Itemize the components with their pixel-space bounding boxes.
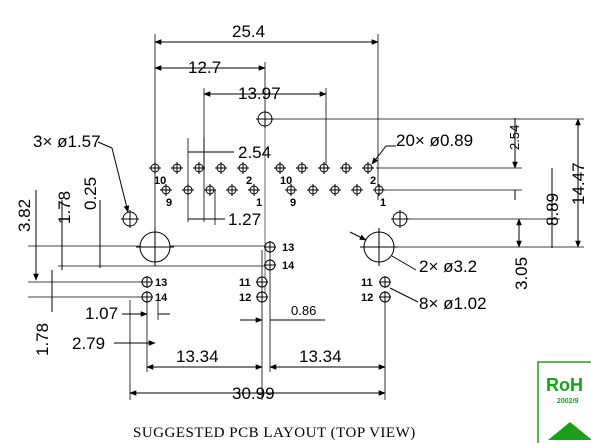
dim-2-54-right: 2.54 <box>376 118 522 200</box>
callout-2x-3-2: 2× ø3.2 <box>349 231 477 276</box>
dim-1-27-label: 1.27 <box>228 210 261 229</box>
dim-1-78-upper-label: 1.78 <box>55 191 74 224</box>
dim-30-99: 30.99 <box>129 352 386 403</box>
dim-2-54-right-label: 2.54 <box>507 125 522 150</box>
pin-label-left-led-14: 14 <box>155 292 168 304</box>
dim-25-4-label: 25.4 <box>232 22 265 41</box>
dim-12-7: 12.7 <box>154 58 266 115</box>
pin-label-center-12: 12 <box>239 292 251 304</box>
pin-label-right-12: 12 <box>361 292 373 304</box>
right-row-bottom <box>285 184 385 196</box>
right-connector-pins <box>274 162 385 196</box>
dim-14-47: 14.47 <box>265 118 588 248</box>
dim-0-25-label: 0.25 <box>81 177 100 210</box>
dim-25-4: 25.4 <box>154 22 379 230</box>
pin-label-left-led-13: 13 <box>155 277 167 289</box>
dim-8-89: 8.89 <box>400 168 562 248</box>
dim-30-99-label: 30.99 <box>232 384 275 403</box>
pin-label-right-10: 10 <box>280 175 292 187</box>
rohs-check-icon <box>548 422 591 440</box>
dim-13-34-right: 13.34 <box>269 250 386 400</box>
rohs-label: RoH <box>546 375 583 395</box>
pin-label-right-9: 9 <box>290 197 296 209</box>
dim-1-07-label: 1.07 <box>85 304 118 323</box>
dim-2-79-label: 2.79 <box>72 334 105 353</box>
dim-13-34-left-label: 13.34 <box>176 347 219 366</box>
callout-20x-0-89: 20× ø0.89 <box>371 131 473 165</box>
mounting-holes-3-2 <box>136 228 398 266</box>
callout-8x-1-02: 8× ø1.02 <box>389 287 487 313</box>
dim-3-05-label: 3.05 <box>512 257 531 290</box>
rohs-date: 2002/9 <box>557 398 579 405</box>
dim-14-47-label: 14.47 <box>569 162 588 205</box>
rohs-badge: RoH 2002/9 <box>537 361 591 443</box>
dim-0-25: 0.25 <box>81 177 101 268</box>
dim-13-34-left: 13.34 <box>146 250 263 400</box>
callout-3x-1-57: 3× ø1.57 <box>33 132 130 213</box>
dim-13-34-right-label: 13.34 <box>299 347 342 366</box>
left-row-top <box>149 162 249 174</box>
pin-labels: 10 9 2 1 10 9 2 1 13 14 13 14 11 12 11 1… <box>154 175 386 304</box>
pin-label-center-14: 14 <box>282 260 295 272</box>
dim-3-82-label: 3.82 <box>15 199 34 232</box>
pin-label-center-11: 11 <box>239 277 251 289</box>
dim-3-05: 3.05 <box>512 218 531 290</box>
callout-20x-0-89-label: 20× ø0.89 <box>396 131 473 150</box>
right-row-top <box>274 162 374 174</box>
callout-8x-1-02-label: 8× ø1.02 <box>419 294 487 313</box>
pin-label-left-10: 10 <box>154 175 166 187</box>
dim-1-78-lower: 1.78 <box>28 270 150 356</box>
dim-0-86: 0.86 <box>240 303 325 323</box>
dim-0-86-label: 0.86 <box>291 303 316 318</box>
dim-13-97-label: 13.97 <box>238 84 281 103</box>
pin-label-left-9: 9 <box>166 197 172 209</box>
dim-2-54: 2.54 <box>187 138 271 222</box>
dim-1-78-lower-label: 1.78 <box>33 323 52 356</box>
pin-label-right-2: 2 <box>370 175 376 187</box>
pin-label-right-11: 11 <box>361 277 373 289</box>
dim-8-89-label: 8.89 <box>543 193 562 226</box>
led-holes-1-02 <box>141 241 391 303</box>
pin-label-left-1: 1 <box>256 197 262 209</box>
dim-13-97: 13.97 <box>203 84 327 172</box>
dim-12-7-label: 12.7 <box>188 58 221 77</box>
dim-2-79: 2.79 <box>72 300 156 353</box>
guide-holes-1-57 <box>121 110 409 228</box>
pin-label-center-13: 13 <box>282 242 294 254</box>
dim-1-78-upper: 1.78 <box>55 191 265 270</box>
pin-label-right-1: 1 <box>380 197 386 209</box>
left-connector-pins <box>149 162 260 196</box>
dim-1-27: 1.27 <box>188 190 261 229</box>
left-row-bottom <box>160 184 260 196</box>
dim-3-82: 3.82 <box>15 190 265 281</box>
callout-2x-3-2-label: 2× ø3.2 <box>419 257 477 276</box>
dim-2-54-label: 2.54 <box>238 143 271 162</box>
dim-1-07: 1.07 <box>85 300 170 323</box>
drawing-caption: SUGGESTED PCB LAYOUT (TOP VIEW) <box>133 425 416 441</box>
pin-label-left-2: 2 <box>246 175 252 187</box>
callout-3x-1-57-label: 3× ø1.57 <box>33 132 101 151</box>
